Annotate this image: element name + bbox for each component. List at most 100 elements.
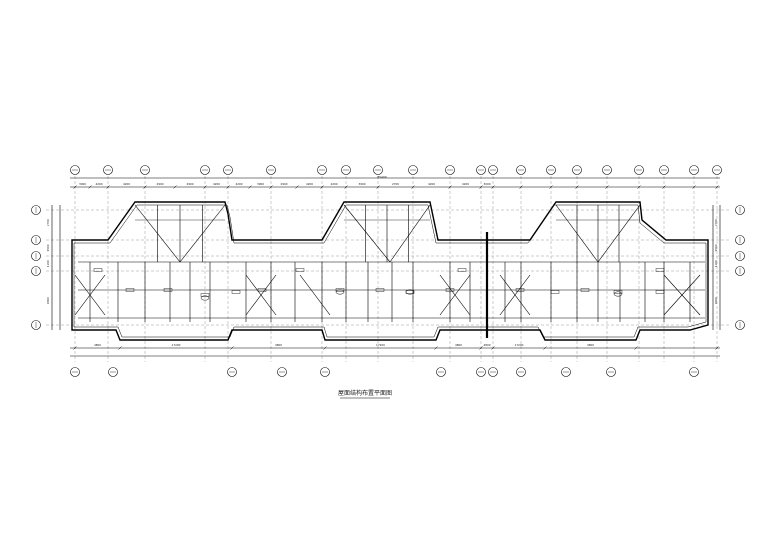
dim-label: 2900: [280, 182, 287, 186]
dim-label: 4800: [483, 343, 490, 347]
fixture-symbol: [200, 295, 210, 301]
inner-wall: [73, 204, 707, 338]
dim-tick: [662, 185, 666, 189]
dim-tick: [715, 185, 719, 189]
hip-line: [245, 274, 277, 316]
dim-label: 4200: [213, 182, 220, 186]
overall-dimension-label: 85400: [377, 175, 387, 179]
hip-line: [555, 204, 599, 263]
dim-label: 4800: [455, 343, 462, 347]
dim-label: 4200: [330, 182, 337, 186]
dim-tick: [226, 185, 230, 189]
dim-label: 4200: [462, 182, 469, 186]
dim-tick: [543, 346, 547, 350]
room-tag: [550, 290, 560, 294]
dim-tick: [479, 185, 483, 189]
dim-label: 17200: [515, 343, 524, 347]
hip-line: [134, 204, 181, 263]
dim-label: 2900: [186, 182, 193, 186]
hip-line: [74, 274, 106, 316]
dim-label: 4200: [428, 182, 435, 186]
dim-tick: [88, 185, 92, 189]
dim-tick: [549, 185, 553, 189]
hip-line: [343, 204, 391, 263]
dim-label: 3900: [358, 182, 365, 186]
axis-grid: [46, 176, 730, 362]
dim-label: 4200: [306, 182, 313, 186]
fixture-symbol: [335, 289, 345, 295]
room-tag: [257, 288, 267, 292]
dim-tick: [173, 185, 177, 189]
dim-tick: [73, 185, 77, 189]
dim-tick: [118, 346, 122, 350]
dim-label: 17200: [376, 343, 385, 347]
dim-tick: [634, 346, 638, 350]
room-tag: [93, 268, 103, 272]
dim-label: 9300: [714, 297, 718, 304]
dim-tick: [575, 185, 579, 189]
dim-label: 4200: [235, 182, 242, 186]
dim-tick: [269, 185, 273, 189]
drawing-caption: 屋面结构布置平面图: [338, 389, 392, 397]
dim-label: 4200: [95, 182, 102, 186]
axis-bubbles: [31, 165, 745, 399]
dim-tick: [323, 346, 327, 350]
exterior-wall: [71, 201, 709, 341]
dim-tick: [295, 185, 299, 189]
room-tag: [200, 293, 210, 297]
dim-label: 2700: [392, 182, 399, 186]
hip-line: [179, 204, 226, 263]
building-outline: [71, 201, 709, 341]
dim-tick: [637, 185, 641, 189]
room-tag: [375, 288, 385, 292]
dim-label: 3900: [257, 182, 264, 186]
dim-label: 2900: [156, 182, 163, 186]
dim-tick: [434, 346, 438, 350]
dim-label: 1500: [714, 244, 718, 251]
dim-tick: [715, 346, 719, 350]
hip-line: [499, 274, 531, 316]
dim-tick: [605, 185, 609, 189]
hip-line: [663, 274, 701, 316]
room-tag: [231, 290, 241, 294]
room-tag: [163, 288, 173, 292]
dim-tick: [320, 185, 324, 189]
dim-tick: [230, 346, 234, 350]
dim-label: 4800: [587, 343, 594, 347]
dim-tick: [73, 346, 77, 350]
fixture-symbol: [405, 289, 415, 295]
room-tag: [613, 290, 623, 294]
dim-label: 4800: [94, 343, 101, 347]
dim-label: 3000: [483, 182, 490, 186]
dim-label: 2700: [714, 219, 718, 226]
fixture-symbol: [613, 291, 623, 297]
dim-label: 4800: [275, 343, 282, 347]
hip-line: [389, 204, 431, 263]
room-tag: [457, 268, 467, 272]
room-tag: [655, 268, 665, 272]
dim-tick: [248, 185, 252, 189]
dim-label: 2700: [46, 219, 50, 226]
dimension-lines: 3000 4200 4200 2900 2900 4200 4200 3900 2900 4200…: [46, 177, 721, 357]
dim-label: 1200: [714, 260, 718, 267]
dim-tick: [344, 185, 348, 189]
hip-line: [597, 204, 641, 263]
room-tag: [655, 290, 665, 294]
dim-tick: [519, 185, 523, 189]
dim-label: 17200: [172, 343, 181, 347]
dim-tick: [106, 185, 110, 189]
dim-tick: [692, 185, 696, 189]
dim-tick: [376, 185, 380, 189]
room-tag: [295, 268, 305, 272]
dim-label: 3000: [79, 182, 86, 186]
dim-tick: [479, 346, 483, 350]
interior-rooms: [74, 204, 705, 322]
dim-tick: [448, 185, 452, 189]
dim-tick: [411, 185, 415, 189]
dim-tick: [203, 185, 207, 189]
room-tag: [335, 288, 345, 292]
dim-tick: [491, 346, 495, 350]
dim-label: 9300: [46, 297, 50, 304]
hip-line: [299, 274, 331, 316]
